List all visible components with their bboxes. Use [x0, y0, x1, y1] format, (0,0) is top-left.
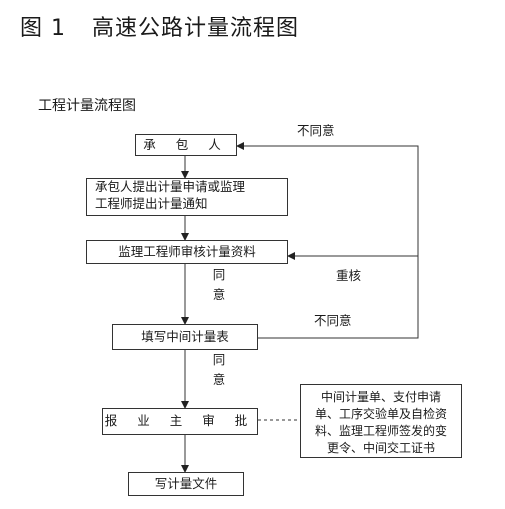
node-review: 监理工程师审核计量资料 — [86, 240, 288, 264]
label-agree-1: 同 意 — [212, 267, 226, 302]
figure-title-text: 高速公路计量流程图 — [92, 16, 300, 41]
node-write: 写计量文件 — [128, 472, 244, 496]
figure-title: 图 1 高速公路计量流程图 — [20, 10, 299, 42]
documents-note: 中间计量单、支付申请 单、工序交验单及自检资 料、监理工程师签发的变 更令、中间… — [300, 384, 462, 458]
label-disagree-mid: 不同意 — [314, 313, 352, 328]
label-disagree-top: 不同意 — [297, 123, 335, 138]
node-approve: 报 业 主 审 批 — [102, 408, 258, 435]
label-agree-2: 同 意 — [212, 352, 226, 387]
node-contractor: 承 包 人 — [135, 134, 237, 156]
node-apply: 承包人提出计量申请或监理 工程师提出计量通知 — [86, 178, 288, 216]
label-recheck: 重核 — [336, 268, 362, 283]
loop-disagree-to-contractor — [236, 142, 419, 339]
figure-number: 图 1 — [20, 16, 66, 41]
node-apply-line-1: 承包人提出计量申请或监理 — [95, 179, 246, 194]
diagram-subtitle: 工程计量流程图 — [38, 98, 136, 114]
node-apply-line-2: 工程师提出计量通知 — [95, 195, 208, 211]
node-fill: 填写中间计量表 — [112, 324, 258, 350]
